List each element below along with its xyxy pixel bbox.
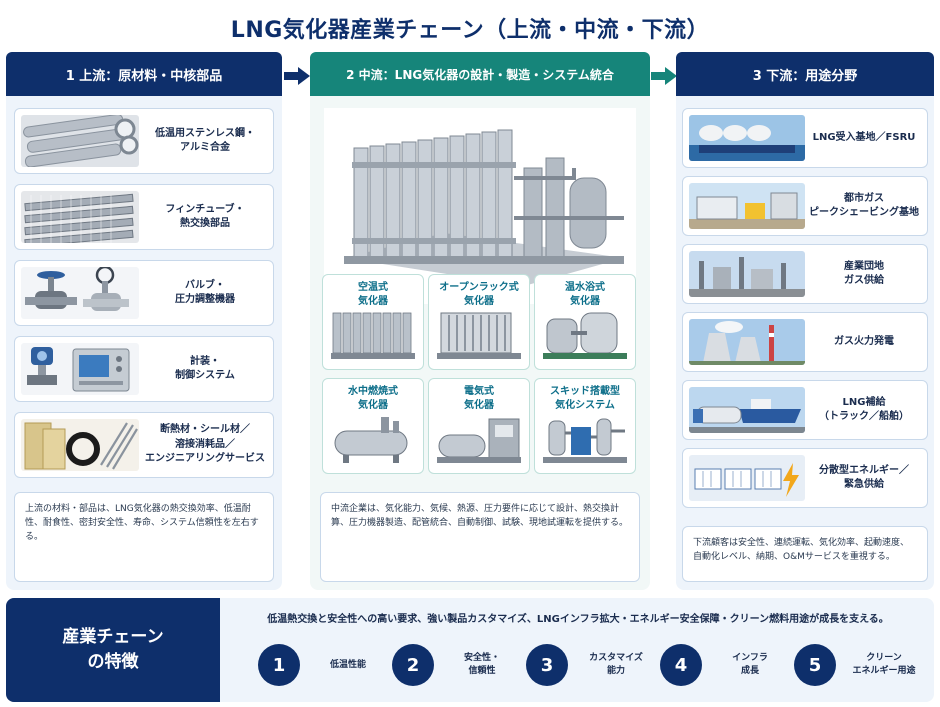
upstream-item: 低温用ステンレス鋼・ アルミ合金 <box>14 108 274 174</box>
feature-number: 4 <box>660 644 702 686</box>
distributed-energy-icon <box>689 455 805 501</box>
feature-item: 5 クリーン エネルギー用途 <box>794 644 934 688</box>
downstream-item-label: 産業団地 ガス供給 <box>844 260 884 287</box>
fin-tube-icon <box>21 191 139 243</box>
feature-number: 3 <box>526 644 568 686</box>
feature-item: 3 カスタマイズ 能力 <box>526 644 666 688</box>
downstream-item-label: 分散型エネルギー／ 緊急供給 <box>819 464 909 491</box>
features-summary: 低温熱交換と安全性への高い要求、強い製品カスタマイズ、LNGインフラ拡大・エネル… <box>267 614 889 625</box>
upstream-column: 1 上流：原材料・中核部品 低温用ステンレス鋼・ アルミ合金 <box>6 52 282 590</box>
electric-vaporizer-icon <box>437 418 521 463</box>
upstream-item: 計装・ 制御システム <box>14 336 274 402</box>
downstream-item: LNG受入基地／FSRU <box>682 108 928 168</box>
upstream-item: バルブ・ 圧力調整機器 <box>14 260 274 326</box>
upstream-item-label: 低温用ステンレス鋼・ アルミ合金 <box>155 127 255 154</box>
vaporizer-type-tile: スキッド搭載型 気化システム <box>534 378 636 474</box>
vaporizer-type-label: 空温式 気化器 <box>358 282 388 307</box>
vaporizer-type-tile: オープンラック式 気化器 <box>428 274 530 370</box>
upstream-item-label: 計装・ 制御システム <box>175 355 235 382</box>
steel-pipes-icon <box>21 115 139 167</box>
downstream-item: 産業団地 ガス供給 <box>682 244 928 304</box>
midstream-header: 2 中流：LNG気化器の設計・製造・システム統合 <box>310 52 650 96</box>
downstream-item: LNG補給 （トラック／船舶） <box>682 380 928 440</box>
downstream-item: ガス火力発電 <box>682 312 928 372</box>
flow-arrow-icon <box>284 67 310 85</box>
downstream-item: 都市ガス ピークシェービング基地 <box>682 176 928 236</box>
upstream-item-label: 断熱材・シール材／ 溶接消耗品／ エンジニアリングサービス <box>145 424 265 465</box>
water-bath-vaporizer-icon <box>543 312 627 359</box>
flow-arrow-icon <box>651 67 677 85</box>
vaporizer-unit-icon <box>324 108 636 304</box>
feature-item: 2 安全性・ 信頼性 <box>392 644 532 688</box>
ambient-vaporizer-icon <box>331 312 415 359</box>
feature-number: 5 <box>794 644 836 686</box>
page-title: LNG気化器産業チェーン（上流・中流・下流） <box>230 18 710 43</box>
downstream-column: 3 下流：用途分野 LNG受入基地／FSRU 都市ガス ピークシェービング基地 <box>676 52 934 590</box>
upstream-item-label: バルブ・ 圧力調整機器 <box>175 279 235 306</box>
downstream-item-label: 都市ガス ピークシェービング基地 <box>809 192 919 219</box>
city-gas-icon <box>689 183 805 229</box>
vaporizer-type-label: 水中燃焼式 気化器 <box>348 386 398 411</box>
upstream-item: フィンチューブ・ 熱交換部品 <box>14 184 274 250</box>
instrument-icon <box>21 343 139 395</box>
features-title: 産業チェーン の特徴 <box>6 598 220 702</box>
feature-number: 1 <box>258 644 300 686</box>
feature-label: クリーン エネルギー用途 <box>852 653 916 676</box>
skid-system-icon <box>543 418 627 463</box>
vaporizer-type-tile: 空温式 気化器 <box>322 274 424 370</box>
lng-terminal-icon <box>689 115 805 161</box>
industrial-park-icon <box>689 251 805 297</box>
vaporizer-type-label: 電気式 気化器 <box>464 386 494 411</box>
midstream-column: 2 中流：LNG気化器の設計・製造・システム統合 空温式 気化器 <box>310 52 650 590</box>
midstream-note: 中流企業は、気化能力、気候、熱源、圧力要件に応じて設計、熱交換計算、圧力機器製造… <box>320 492 640 582</box>
vaporizer-type-label: 温水浴式 気化器 <box>565 282 605 307</box>
downstream-note: 下流顧客は安全性、連続運転、気化効率、起動速度、自動化レベル、納期、O&Mサービ… <box>682 526 928 582</box>
vaporizer-type-tile: 温水浴式 気化器 <box>534 274 636 370</box>
feature-number: 2 <box>392 644 434 686</box>
upstream-item-label: フィンチューブ・ 熱交換部品 <box>165 203 245 230</box>
vaporizer-type-label: スキッド搭載型 気化システム <box>550 386 620 411</box>
downstream-header: 3 下流：用途分野 <box>676 52 934 96</box>
truck-ship-icon <box>689 387 805 433</box>
vaporizer-type-label: オープンラック式 気化器 <box>439 282 519 307</box>
feature-item: 4 インフラ 成長 <box>660 644 800 688</box>
vaporizer-type-tile: 水中燃焼式 気化器 <box>322 378 424 474</box>
feature-label: 安全性・ 信頼性 <box>463 653 500 676</box>
features-panel: 産業チェーン の特徴 低温熱交換と安全性への高い要求、強い製品カスタマイズ、LN… <box>6 598 934 702</box>
upstream-note: 上流の材料・部品は、LNG気化器の熱交換効率、低温耐性、耐食性、密封安全性、寿命… <box>14 492 274 582</box>
downstream-item: 分散型エネルギー／ 緊急供給 <box>682 448 928 508</box>
downstream-item-label: LNG受入基地／FSRU <box>812 131 916 143</box>
submerged-combustion-vaporizer-icon <box>334 417 408 463</box>
downstream-item-label: LNG補給 （トラック／船舶） <box>819 396 909 423</box>
open-rack-vaporizer-icon <box>437 312 521 359</box>
feature-label: インフラ 成長 <box>732 653 768 676</box>
downstream-item-label: ガス火力発電 <box>834 335 894 347</box>
feature-item: 1 低温性能 <box>258 644 398 688</box>
power-plant-icon <box>689 319 805 365</box>
vaporizer-type-tile: 電気式 気化器 <box>428 378 530 474</box>
upstream-item: 断熱材・シール材／ 溶接消耗品／ エンジニアリングサービス <box>14 412 274 478</box>
valve-icon <box>21 267 139 319</box>
insulation-icon <box>21 419 139 471</box>
feature-label: 低温性能 <box>329 659 366 670</box>
upstream-header: 1 上流：原材料・中核部品 <box>6 52 282 96</box>
feature-label: カスタマイズ 能力 <box>589 653 643 676</box>
